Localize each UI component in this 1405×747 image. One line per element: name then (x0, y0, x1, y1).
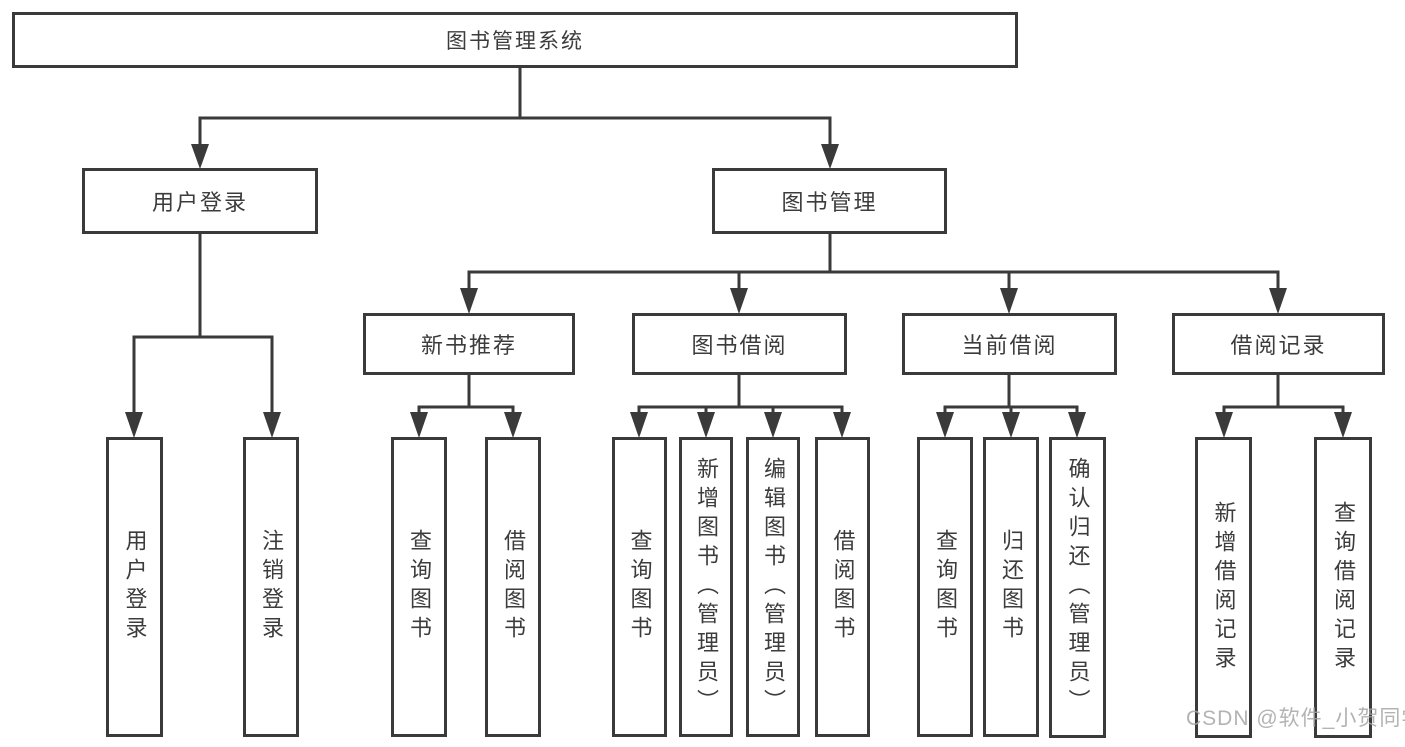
arrow-icon (1000, 288, 1018, 314)
leaf-query-borrow-record: 查询借阅记录 (1314, 437, 1372, 738)
node-new-book-recommend: 新书推荐 (363, 313, 575, 375)
arrow-icon (833, 412, 851, 438)
leaf-logout-label: 注销登录 (259, 529, 284, 645)
leaf-query-books-current: 查询图书 (917, 437, 973, 737)
leaf-user-login: 用户登录 (106, 437, 163, 737)
leaf-query-books-current-label: 查询图书 (933, 529, 958, 645)
csdn-watermark: CSDN @软件_小贺同学 (1186, 707, 1405, 730)
arrow-icon (730, 288, 748, 314)
leaf-add-book-admin: 新增图书（管理员） (679, 437, 733, 737)
leaf-query-books-borrowing-label: 查询图书 (627, 529, 653, 645)
node-borrowing-records: 借阅记录 (1172, 313, 1385, 375)
node-user-login-label: 用户登录 (151, 190, 248, 215)
node-current-borrowing: 当前借阅 (902, 313, 1117, 375)
leaf-confirm-return-admin: 确认归还（管理员） (1049, 437, 1106, 738)
leaf-query-books-recommend: 查询图书 (391, 437, 447, 737)
node-book-borrowing: 图书借阅 (632, 313, 847, 375)
leaf-add-book-admin-label: 新增图书（管理员） (694, 456, 719, 718)
node-root: 图书管理系统 (12, 12, 1018, 68)
node-borrowing-records-label: 借阅记录 (1230, 333, 1327, 358)
leaf-add-borrow-record-label: 新增借阅记录 (1211, 500, 1237, 675)
arrow-icon (191, 144, 209, 169)
arrow-icon (821, 144, 839, 169)
arrow-icon (1002, 412, 1020, 438)
arrow-icon (764, 412, 782, 438)
leaf-query-books-recommend-label: 查询图书 (407, 529, 432, 645)
arrow-icon (504, 412, 522, 438)
node-root-label: 图书管理系统 (446, 30, 584, 53)
arrow-icon (936, 412, 954, 438)
leaf-return-books-label: 归还图书 (999, 529, 1024, 645)
node-book-management: 图书管理 (712, 168, 947, 234)
leaf-edit-book-admin: 编辑图书（管理员） (746, 437, 800, 737)
arrow-icon (697, 412, 715, 438)
connector-current-borrowing (943, 373, 1079, 418)
leaf-user-login-label: 用户登录 (122, 529, 148, 645)
node-new-book-recommend-label: 新书推荐 (420, 333, 517, 358)
arrow-icon (460, 288, 478, 314)
leaf-borrow-books-borrowing: 借阅图书 (815, 437, 870, 737)
arrow-icon (630, 412, 648, 438)
leaf-borrow-books-recommend: 借阅图书 (485, 437, 541, 737)
leaf-add-borrow-record: 新增借阅记录 (1195, 437, 1252, 738)
arrow-icon (1215, 412, 1233, 438)
connector-book-borrowing (637, 373, 844, 418)
arrow-icon (125, 412, 143, 438)
leaf-logout: 注销登录 (243, 437, 299, 737)
arrow-icon (1068, 412, 1086, 438)
connector-root (198, 66, 832, 150)
leaf-confirm-return-admin-label: 确认归还（管理员） (1065, 457, 1091, 718)
connector-user-login (132, 232, 274, 418)
leaf-borrow-books-borrowing-label: 借阅图书 (830, 529, 856, 645)
arrow-icon (1269, 288, 1287, 314)
leaf-query-borrow-record-label: 查询借阅记录 (1331, 500, 1356, 675)
arrow-icon (410, 412, 428, 438)
arrow-icon (263, 412, 281, 438)
connector-new-book-recommend (417, 373, 515, 418)
node-user-login: 用户登录 (82, 168, 318, 234)
arrow-icon (1334, 412, 1352, 438)
node-book-borrowing-label: 图书借阅 (691, 333, 788, 358)
leaf-return-books: 归还图书 (983, 437, 1039, 737)
node-current-borrowing-label: 当前借阅 (961, 333, 1058, 358)
leaf-query-books-borrowing: 查询图书 (612, 437, 667, 737)
node-book-management-label: 图书管理 (781, 190, 878, 215)
connector-book-management (467, 232, 1280, 294)
arrowheads (125, 144, 1352, 438)
leaf-borrow-books-recommend-label: 借阅图书 (501, 529, 526, 645)
leaf-edit-book-admin-label: 编辑图书（管理员） (761, 456, 786, 718)
connector-borrowing-records (1222, 373, 1345, 418)
